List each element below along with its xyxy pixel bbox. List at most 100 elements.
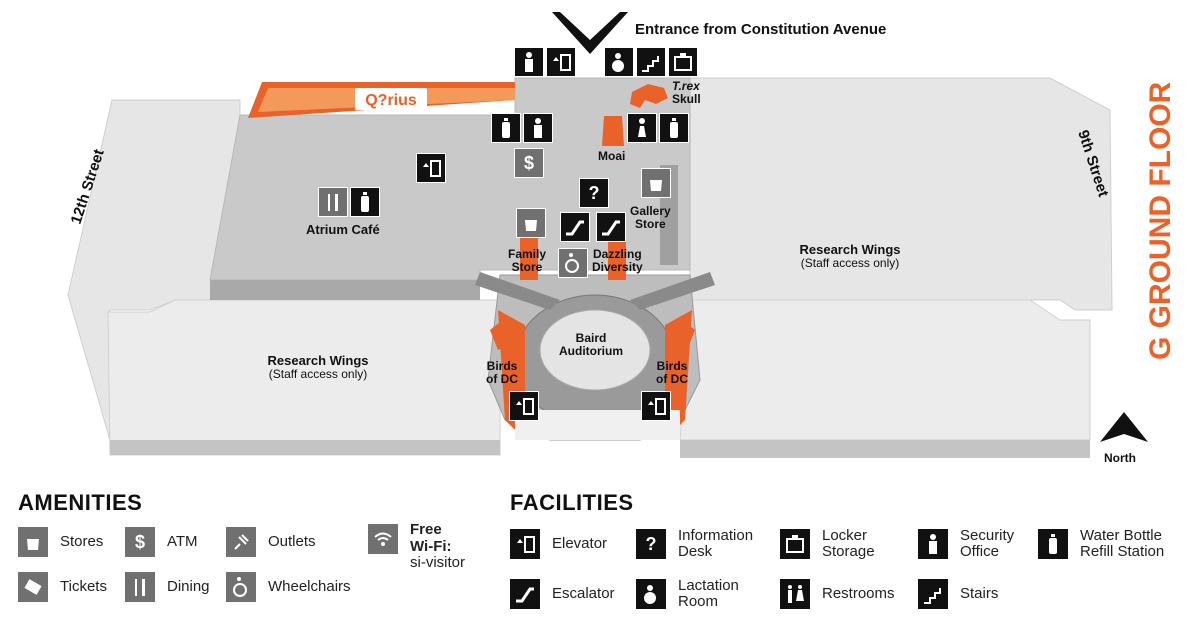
water-bottle-icon[interactable] (659, 113, 689, 143)
restroom-icon[interactable] (627, 113, 657, 143)
locker-icon[interactable] (668, 47, 698, 77)
wheelchair-icon (226, 572, 256, 602)
research-wings-right-label: Research Wings (Staff access only) (780, 243, 920, 269)
moai-shape (602, 116, 624, 146)
restrooms-icon (780, 579, 810, 609)
security-line1: Security (960, 526, 1015, 544)
gallery-store-label: Gallery Store (630, 205, 671, 230)
trex-skull-shape (630, 84, 668, 108)
legend-dining-label: Dining (167, 577, 210, 595)
baird-line2: Auditorium (559, 343, 623, 358)
stores-icon[interactable] (641, 168, 671, 198)
birds-dc-left-label: Birds of DC (486, 360, 518, 385)
legend-stairs: Stairs (918, 576, 998, 612)
atrium-cafe-label: Atrium Café (306, 222, 380, 237)
stores-icon (18, 527, 48, 557)
legend-wheelchairs-label: Wheelchairs (268, 577, 351, 595)
legend-restrooms: Restrooms (780, 576, 895, 612)
lactation-icon[interactable] (604, 47, 634, 77)
information-icon[interactable]: ? (579, 178, 609, 208)
legend-stores: Stores (18, 524, 103, 560)
stairs-icon[interactable] (636, 47, 666, 77)
dining-icon (125, 572, 155, 602)
information-line1: Information (678, 526, 754, 544)
facilities-title: FACILITIES (510, 490, 634, 515)
right-wing (679, 77, 1113, 458)
north-arrow-icon (1100, 412, 1148, 442)
wifi-icon (368, 524, 398, 554)
elevator-icon[interactable] (416, 153, 446, 183)
legend-stores-label: Stores (60, 532, 104, 550)
legend-elevator: Elevator (510, 526, 607, 562)
gallery-store-line2: Store (635, 216, 666, 231)
dazzling-diversity-label: Dazzling Diversity (592, 248, 643, 273)
legend-dining: Dining (125, 569, 210, 605)
legend-water-bottle: Water Bottle Refill Station (1038, 526, 1164, 562)
water-bottle-icon[interactable] (491, 113, 521, 143)
legend-outlets-label: Outlets (268, 532, 316, 550)
legend-restrooms-label: Restrooms (822, 584, 895, 602)
security-icon[interactable] (523, 113, 553, 143)
legend-outlets: Outlets (226, 524, 316, 560)
legend-atm: $ ATM (125, 524, 198, 560)
research-right-title: Research Wings (799, 242, 901, 257)
left-wing (67, 99, 501, 456)
atm-icon: $ (125, 527, 155, 557)
birds-left-line2: of DC (486, 371, 518, 386)
elevator-icon (510, 529, 540, 559)
north-label: North (1104, 451, 1136, 465)
tickets-icon (18, 572, 48, 602)
baird-line1: Baird (575, 331, 607, 345)
research-wings-left-label: Research Wings (Staff access only) (248, 354, 388, 380)
wheelchair-icon[interactable] (558, 248, 588, 278)
legend-wheelchairs: Wheelchairs (226, 569, 351, 605)
birds-dc-right-label: Birds of DC (656, 360, 688, 385)
atm-icon[interactable]: $ (514, 148, 544, 178)
qrius-logo: Q?rius (355, 88, 427, 110)
birds-left-line1: Birds (486, 359, 518, 373)
gallery-store-line1: Gallery (630, 204, 671, 218)
security-icon[interactable] (514, 47, 544, 77)
water-bottle-icon[interactable] (350, 187, 380, 217)
entrance-label: Entrance from Constitution Avenue (635, 21, 887, 38)
water-bottle-icon (1038, 529, 1068, 559)
dazzling-line2: Diversity (592, 259, 643, 274)
bird-left-shape (490, 318, 520, 350)
legend-security-label: Security Office (960, 526, 1015, 561)
lactation-icon (636, 579, 666, 609)
legend-escalator: Escalator (510, 576, 615, 612)
legend-water-bottle-label: Water Bottle Refill Station (1080, 527, 1164, 561)
security-icon (918, 529, 948, 559)
dazzling-line1: Dazzling (593, 247, 642, 261)
bird-right-shape (665, 318, 695, 350)
legend-lactation-label: Lactation Room (678, 577, 739, 611)
legend-stairs-label: Stairs (960, 584, 999, 602)
information-icon: ? (636, 529, 666, 559)
moai-label: Moai (598, 149, 626, 163)
dining-icon[interactable] (318, 187, 348, 217)
research-left-sub: (Staff access only) (268, 366, 368, 381)
elevator-icon[interactable] (509, 391, 539, 421)
elevator-icon[interactable] (641, 391, 671, 421)
stores-icon[interactable] (516, 208, 546, 238)
baird-auditorium-label: Baird Auditorium (551, 332, 631, 357)
trex-label-line1: T.rex (672, 79, 700, 93)
locker-icon (780, 529, 810, 559)
elevator-icon[interactable] (546, 47, 576, 77)
family-store-line1: Family (508, 247, 547, 261)
escalator-icon[interactable] (560, 212, 590, 242)
legend-locker: Locker Storage (780, 526, 875, 562)
legend-elevator-label: Elevator (552, 534, 608, 552)
escalator-icon[interactable] (596, 212, 626, 242)
wifi-line1: Free (410, 521, 442, 538)
legend-information-label: Information Desk (678, 526, 754, 561)
legend-wifi-label: Free Wi-Fi: si-visitor (410, 521, 465, 572)
legend-tickets-label: Tickets (60, 577, 107, 595)
family-store-line2: Store (511, 259, 543, 274)
locker-line1: Locker (822, 526, 868, 544)
outlets-icon (226, 527, 256, 557)
legend-escalator-label: Escalator (552, 584, 615, 602)
stairs-icon (918, 579, 948, 609)
legend-atm-label: ATM (167, 532, 198, 550)
legend-tickets: Tickets (18, 569, 107, 605)
